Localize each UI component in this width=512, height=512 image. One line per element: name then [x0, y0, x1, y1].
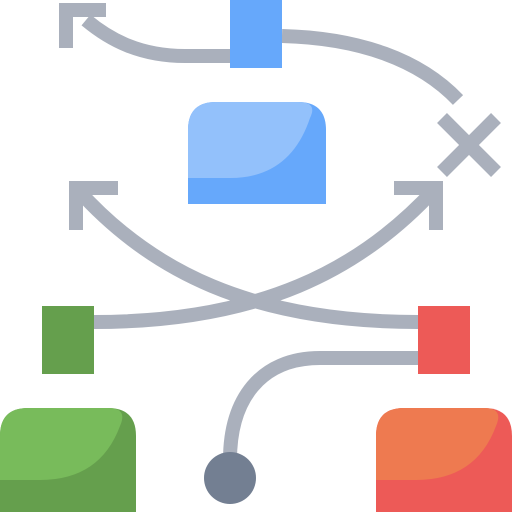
blue-left-arrowhead: [59, 3, 106, 48]
blue-left-play-curve: [81, 14, 230, 63]
red-to-left-play-curve: [72, 185, 419, 329]
red-marker-square: [418, 306, 470, 374]
blue-right-play-curve: [281, 29, 464, 105]
start-node-dot: [204, 452, 256, 504]
blue-marker-square: [230, 0, 282, 68]
red-player-icon: [376, 408, 512, 512]
red-to-start-curve: [223, 351, 418, 461]
green-right-arrowhead: [394, 181, 443, 230]
blue-player-icon: [188, 102, 326, 204]
green-player-icon: [0, 408, 136, 512]
red-left-arrowhead: [69, 181, 118, 230]
green-to-right-play-curve: [93, 185, 440, 329]
green-marker-square: [42, 306, 94, 374]
x-target-mark: [437, 113, 501, 177]
